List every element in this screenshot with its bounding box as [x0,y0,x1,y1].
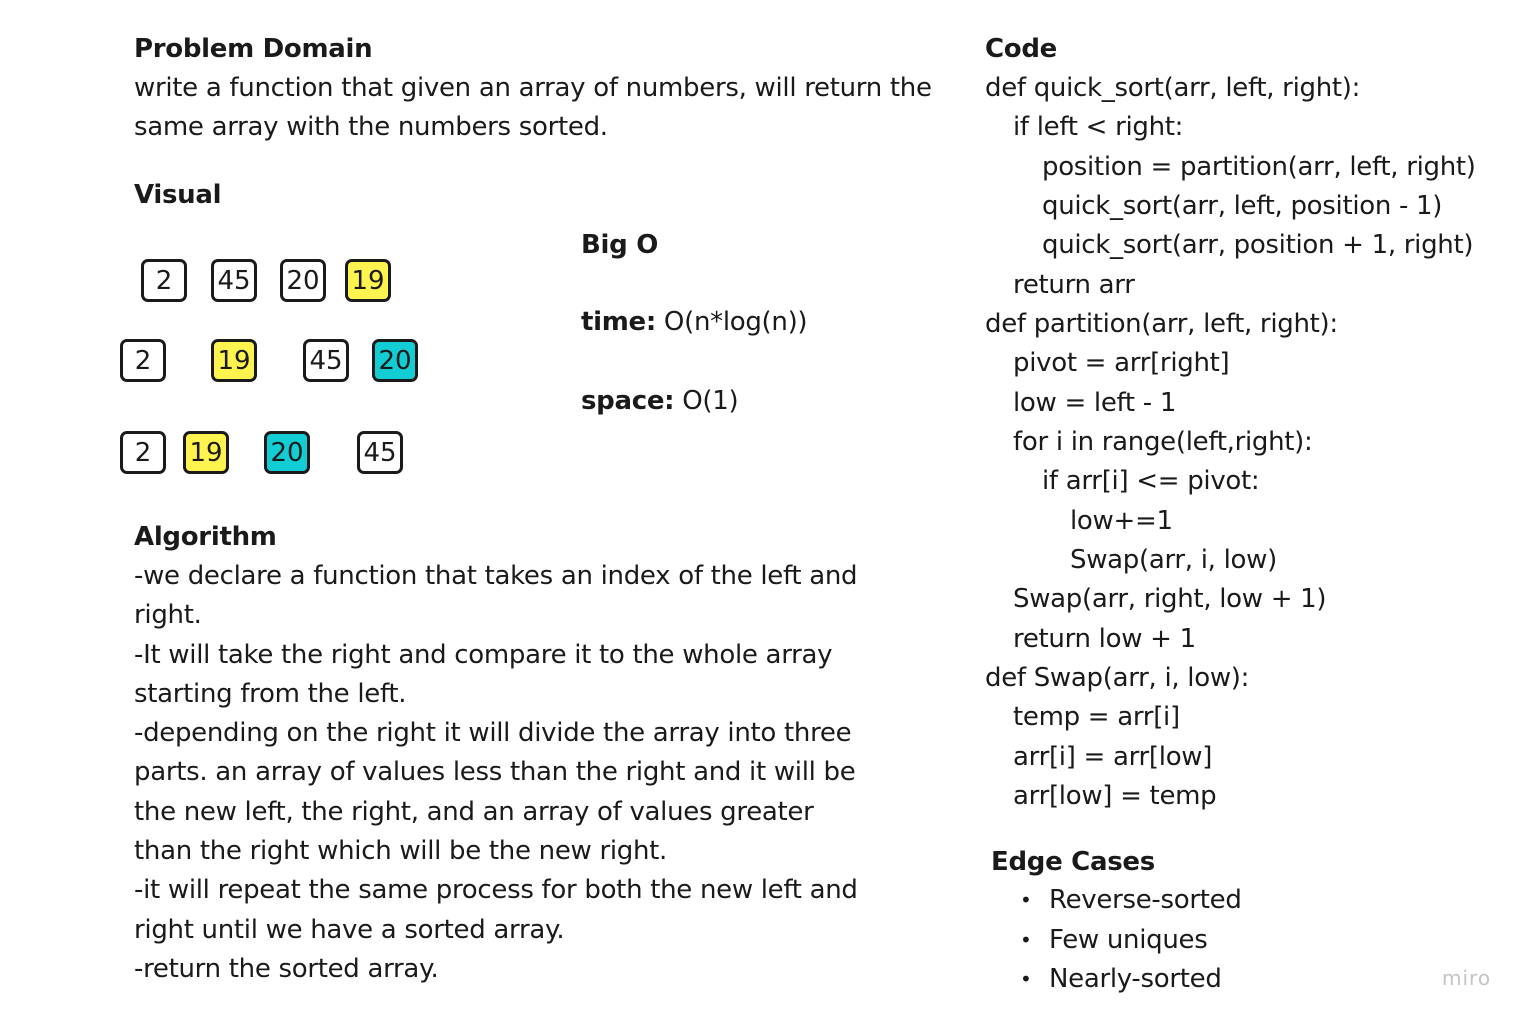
edge-case-label: Few uniques [1049,925,1208,955]
visual-heading: Visual [134,180,222,210]
time-label: time: [581,307,656,337]
array-cell-pivot: 19 [345,259,391,302]
code-line: quick_sort(arr, position + 1, right) [1042,230,1474,260]
code-line: return low + 1 [1013,624,1196,654]
algorithm-line: starting from the left. [134,678,407,709]
algorithm-line: -It will take the right and compare it t… [134,639,833,670]
array-cell-pivot: 20 [264,431,310,474]
code-line: low = left - 1 [1013,388,1177,418]
algorithm-line: right. [134,600,202,631]
bullet-icon: • [1020,888,1032,912]
array-cell: 45 [357,431,403,474]
array-cell-pivot: 19 [211,339,257,382]
algorithm-text: -we declare a function that takes an ind… [134,557,858,989]
code-line: quick_sort(arr, left, position - 1) [1042,191,1443,221]
algorithm-line: parts. an array of values less than the … [134,757,856,788]
algorithm-line: the new left, the right, and an array of… [134,796,814,827]
algorithm-line: -it will repeat the same process for bot… [134,875,858,906]
code-line: position = partition(arr, left, right) [1042,152,1476,182]
time-value: O(n*log(n)) [655,307,808,337]
space-complexity: space: O(1) [581,382,739,421]
algorithm-line: -depending on the right it will divide t… [134,718,852,749]
problem-domain-line: write a function that given an array of … [134,73,932,103]
array-cell: 45 [211,259,257,302]
miro-watermark: miro [1442,966,1492,990]
bullet-icon: • [1020,928,1032,952]
problem-domain-heading: Problem Domain [134,34,373,64]
array-cell-pivot: 20 [372,339,418,382]
code-line: def quick_sort(arr, left, right): [985,73,1361,103]
big-o-heading: Big O [581,230,658,260]
edge-case-label: Nearly-sorted [1049,964,1222,994]
algorithm-line: than the right which will be the new rig… [134,836,667,867]
code-line: arr[low] = temp [1013,781,1217,811]
edge-case-label: Reverse-sorted [1049,885,1242,915]
array-cell: 2 [120,431,166,474]
algorithm-heading: Algorithm [134,522,277,552]
array-cell: 20 [280,259,326,302]
code-line: def partition(arr, left, right): [985,309,1338,339]
problem-domain-line: same array with the numbers sorted. [134,112,608,142]
code-line: for i in range(left,right): [1013,427,1313,457]
array-cell: 2 [120,339,166,382]
code-line: temp = arr[i] [1013,702,1180,732]
algorithm-line: -we declare a function that takes an ind… [134,561,858,591]
bullet-icon: • [1020,967,1032,991]
code-line: pivot = arr[right] [1013,348,1230,378]
array-cell: 2 [141,259,187,302]
array-cell: 45 [303,339,349,382]
code-line: low+=1 [1070,506,1173,536]
time-complexity: time: O(n*log(n)) [581,303,808,342]
array-cell-pivot: 19 [183,431,229,474]
edge-case-item: • Few uniques [1020,921,1208,960]
edge-case-item: • Nearly-sorted [1020,960,1222,999]
code-line: if left < right: [1013,112,1184,142]
edge-cases-heading: Edge Cases [991,847,1155,877]
code-line: Swap(arr, i, low) [1070,545,1277,575]
code-line: return arr [1013,270,1135,300]
algorithm-line: right until we have a sorted array. [134,914,565,945]
space-label: space: [581,386,675,416]
code-heading: Code [985,34,1057,64]
algorithm-line: -return the sorted array. [134,953,439,984]
code-line: def Swap(arr, i, low): [985,663,1250,693]
edge-case-item: • Reverse-sorted [1020,881,1242,920]
space-value: O(1) [674,386,739,416]
code-line: arr[i] = arr[low] [1013,742,1213,772]
code-line: Swap(arr, right, low + 1) [1013,584,1327,614]
code-line: if arr[i] <= pivot: [1042,466,1260,496]
